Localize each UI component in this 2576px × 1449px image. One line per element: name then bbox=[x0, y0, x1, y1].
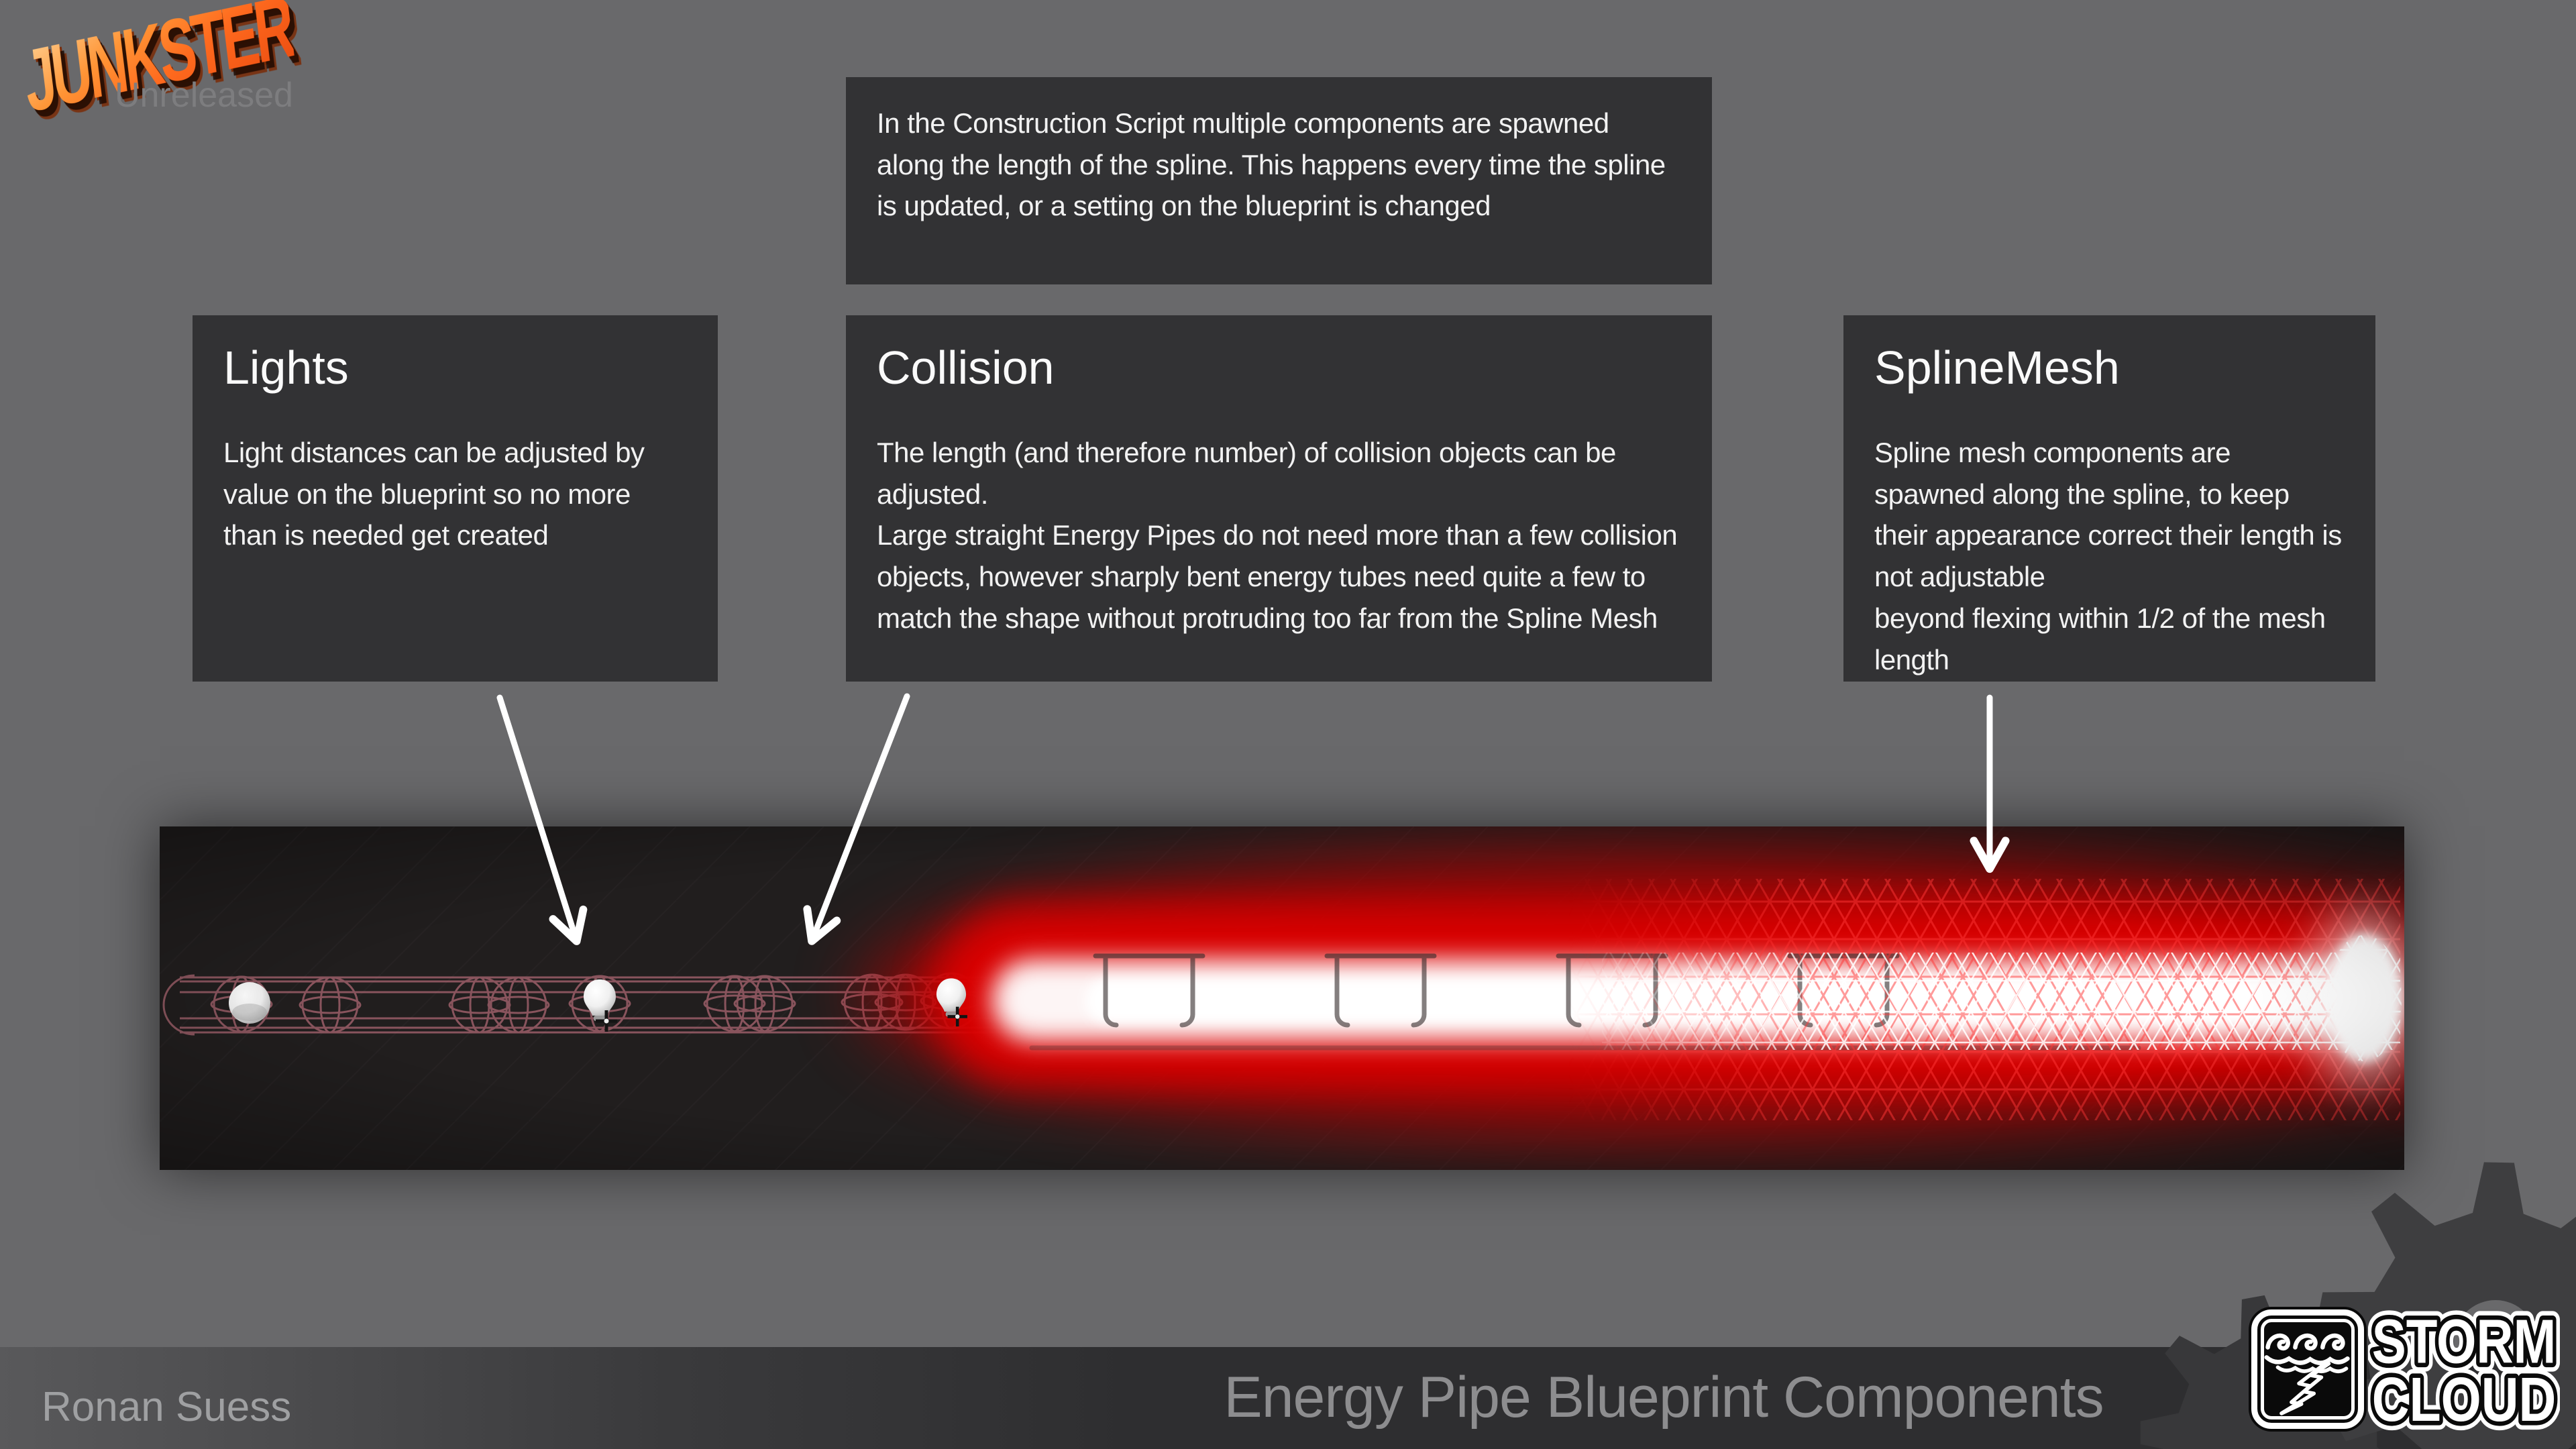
unreleased-label: Unreleased bbox=[115, 76, 293, 115]
energy-pipe-render bbox=[160, 826, 2404, 1170]
lights-title: Lights bbox=[223, 341, 349, 394]
cloud-text: CLOUD bbox=[2372, 1365, 2557, 1431]
info-box-lights: Lights Light distances can be adjusted b… bbox=[193, 315, 718, 682]
lights-body: Light distances can be adjusted by value… bbox=[223, 437, 645, 551]
wave-icon bbox=[2264, 1333, 2350, 1374]
vignette bbox=[160, 826, 2404, 1170]
storm-cloud-logo: STORM CLOUD STORM CLOUD STORM CLOUD bbox=[2251, 1305, 2560, 1433]
storm-cloud-wordmark: STORM CLOUD STORM CLOUD STORM CLOUD bbox=[2368, 1307, 2560, 1431]
splinemesh-title: SplineMesh bbox=[1874, 341, 2120, 394]
energy-pipe-viewport-image bbox=[160, 826, 2404, 1170]
storm-cloud-emblem bbox=[2251, 1309, 2364, 1429]
collision-body: The length (and therefore number) of col… bbox=[877, 437, 1678, 634]
construction-script-note-box: In the Construction Script multiple comp… bbox=[846, 77, 1712, 284]
collision-title: Collision bbox=[877, 341, 1055, 394]
lightning-bolt-icon bbox=[2279, 1361, 2331, 1415]
storm-cloud-emblem-art bbox=[2264, 1333, 2350, 1415]
info-box-splinemesh: SplineMesh Spline mesh components are sp… bbox=[1843, 315, 2375, 682]
info-box-collision: Collision The length (and therefore numb… bbox=[846, 315, 1712, 682]
author-name: Ronan Suess bbox=[42, 1384, 292, 1430]
splinemesh-body: Spline mesh components are spawned along… bbox=[1874, 437, 2342, 676]
construction-script-note-text: In the Construction Script multiple comp… bbox=[877, 107, 1666, 222]
slide-title: Energy Pipe Blueprint Components bbox=[1224, 1365, 2104, 1430]
